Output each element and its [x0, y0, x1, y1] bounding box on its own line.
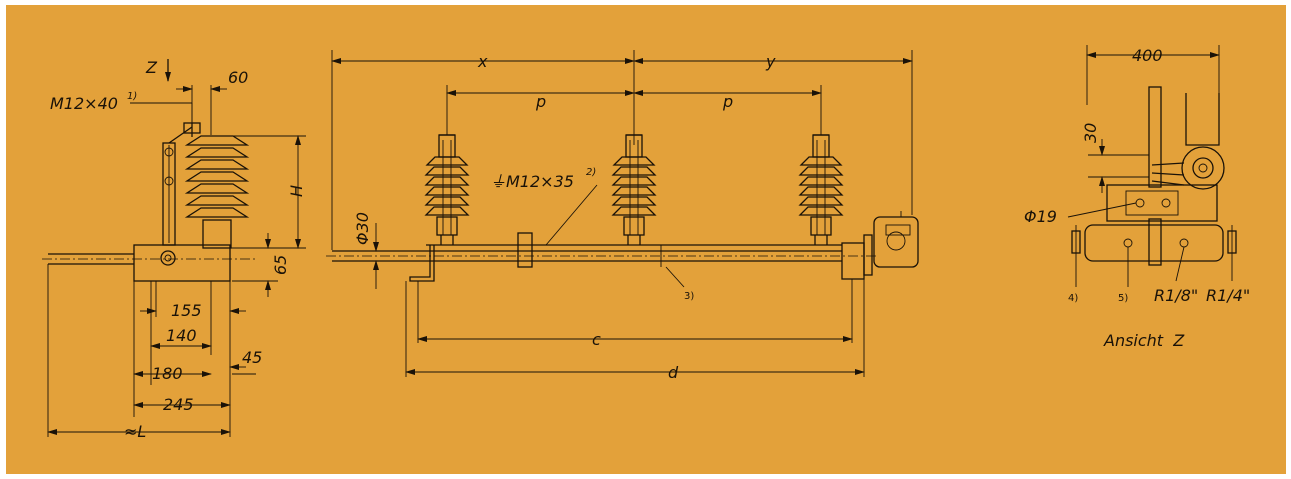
dim-140-label: 140: [166, 326, 197, 345]
dim-h-label: H: [287, 185, 306, 197]
dim-155-label: 155: [171, 301, 202, 320]
dim-l-label: ≈L: [124, 422, 146, 441]
bearing-block: [133, 244, 231, 282]
ground-label: ⏚M12×35: [490, 172, 574, 191]
ground-note: 2): [586, 167, 596, 178]
drawing-sheet: Z M12×40 1) 60 H 65 155 140: [6, 5, 1286, 474]
thread-r14-label: R1/4": [1206, 286, 1250, 305]
side-view: Z M12×40 1) 60 H 65 155 140: [42, 58, 306, 441]
note-5-label: 5): [1118, 293, 1128, 304]
side-insulator: [184, 135, 250, 249]
dim-45-label: 45: [242, 348, 262, 367]
shaft-coupling: [517, 232, 533, 268]
dim-180-label: 180: [152, 364, 183, 383]
note-4-label: 4): [1068, 293, 1078, 304]
bolt-label: M12×40: [50, 94, 118, 113]
dim-p1-label: p: [535, 92, 546, 111]
dim-245-label: 245: [163, 395, 194, 414]
front-view: x y p p Φ30 ⏚M12×35 2): [326, 50, 919, 382]
drive-box: [873, 216, 919, 268]
view-letter-z: Z: [145, 58, 158, 77]
note-3-label: 3): [684, 291, 694, 302]
dim-p2-label: p: [722, 92, 733, 111]
operating-rod: [1148, 86, 1162, 188]
housing-cylinder: [1084, 224, 1224, 262]
dim-30-label: 30: [1081, 123, 1100, 143]
dim-60-label: 60: [228, 68, 248, 87]
bearing-bolt: [160, 250, 176, 266]
dim-y-label: y: [765, 52, 776, 71]
dim-d-label: d: [668, 363, 679, 382]
end-view-z: 400 30 Φ19: [1024, 45, 1250, 350]
dim-x-label: x: [477, 52, 488, 71]
dia-19-label: Φ19: [1024, 207, 1057, 226]
technical-drawing: Z M12×40 1) 60 H 65 155 140: [6, 5, 1286, 474]
drawing-background: [6, 5, 1286, 474]
dim-c-label: c: [592, 330, 601, 349]
dim-65-label: 65: [271, 255, 290, 275]
mounting-bracket: [1106, 184, 1218, 222]
view-caption: Ansicht Z: [1103, 331, 1185, 350]
shaft-dia-label: Φ30: [353, 212, 372, 245]
pulley: [1181, 146, 1225, 190]
bolt-note: 1): [127, 91, 137, 102]
dim-400-label: 400: [1132, 46, 1163, 65]
thread-r18-label: R1/8": [1154, 286, 1198, 305]
